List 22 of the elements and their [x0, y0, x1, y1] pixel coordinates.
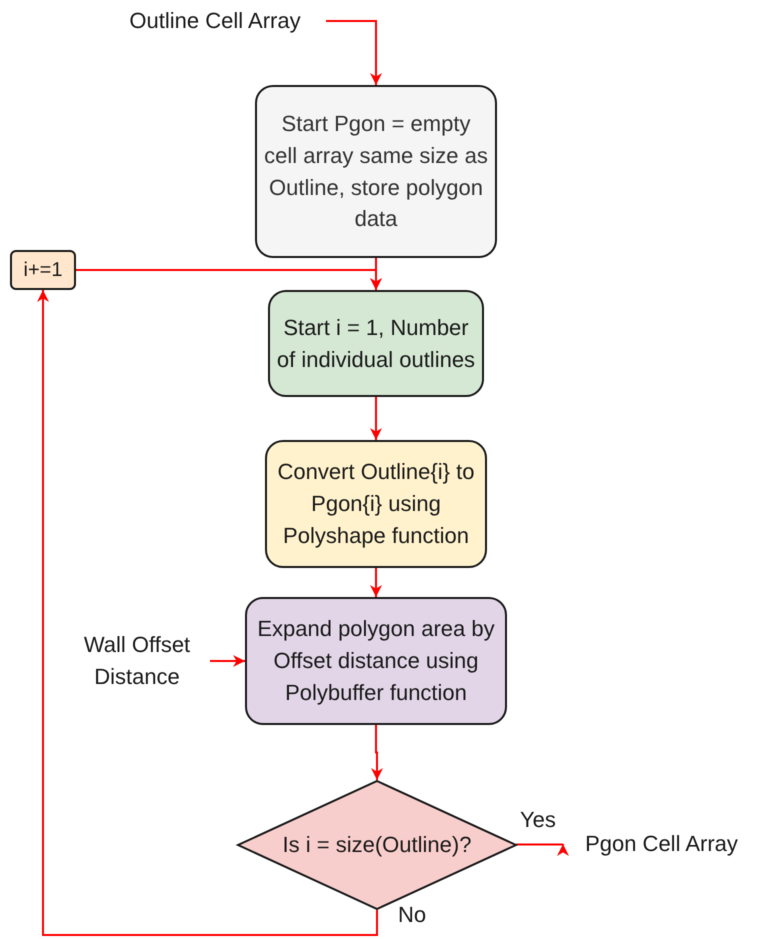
- process-box: [245, 597, 507, 725]
- node-label: Convert Outline{i} to Pgon{i} using Polyshape function: [276, 458, 476, 550]
- arrow: [370, 258, 382, 290]
- arrow: [371, 725, 383, 780]
- node-label: Start i = 1, Number of individual outlines: [276, 314, 476, 374]
- node-label: i+=1: [24, 258, 62, 282]
- node-text: Wall Offset Distance: [82, 631, 192, 691]
- arrow: [326, 20, 382, 85]
- arrow: [370, 568, 382, 597]
- arrow: [210, 655, 245, 667]
- node-label: Start Pgon = empty cell array same size as Outline, store polygon data: [263, 110, 489, 234]
- node-label: Expand polygon area by Offset distance using Polybuffer function: [256, 615, 496, 707]
- arrow: [37, 290, 378, 936]
- node-text: Outline Cell Array: [129, 7, 301, 36]
- process-box: [268, 290, 484, 397]
- process-box: [255, 85, 497, 258]
- node-label: Is i = size(Outline)?: [282, 831, 472, 860]
- process-box: [265, 440, 487, 568]
- node-text: Pgon Cell Array: [585, 830, 738, 858]
- arrow: [370, 397, 382, 440]
- process-box: [10, 250, 76, 290]
- arrow: [516, 843, 569, 856]
